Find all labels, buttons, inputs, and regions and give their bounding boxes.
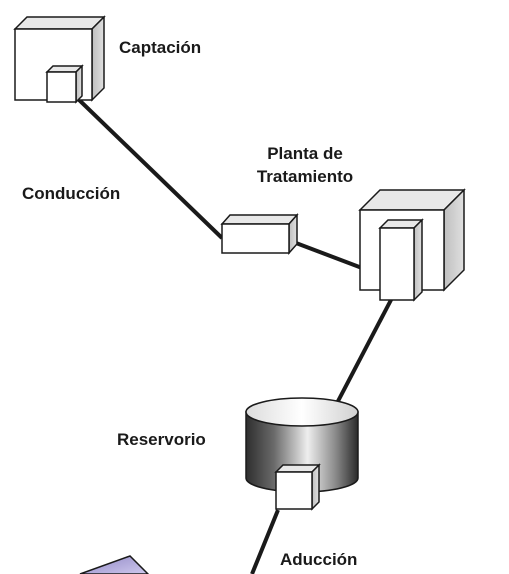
label-planta-line2: Tratamiento [256,166,354,186]
planta-tall-box-side [413,218,423,302]
planta-structure [358,188,466,302]
conduccion-box-front [221,223,290,254]
conduccion-box [220,213,299,255]
captacion-cube-top [13,16,106,30]
captacion-structure [13,15,106,104]
connection-lines [72,93,394,574]
label-planta-line1: Planta de [267,144,343,163]
aduccion-line [250,509,280,574]
partial-shape [79,555,150,574]
conduccion-box-top [220,214,299,225]
label-aduccion: Aducción [280,550,358,569]
reservorio-box-side [311,463,320,511]
reservorio-structure [245,397,359,511]
conduccion-line-upper [72,93,224,240]
label-reservorio: Reservorio [117,430,206,449]
captacion-box-side [75,64,83,104]
conduccion-line-lower [295,241,363,270]
reservorio-cylinder-top [245,397,359,427]
planta-to-reservorio-line [334,297,394,406]
captacion-cube-side [91,15,105,102]
reservorio-box-front [275,471,313,510]
label-conduccion: Conducción [22,184,121,203]
label-planta-de-tratamiento: Planta de Tratamiento [240,143,370,189]
label-captacion: Captación [119,38,202,57]
captacion-box-front [46,71,77,103]
planta-tall-box-front [379,227,415,301]
